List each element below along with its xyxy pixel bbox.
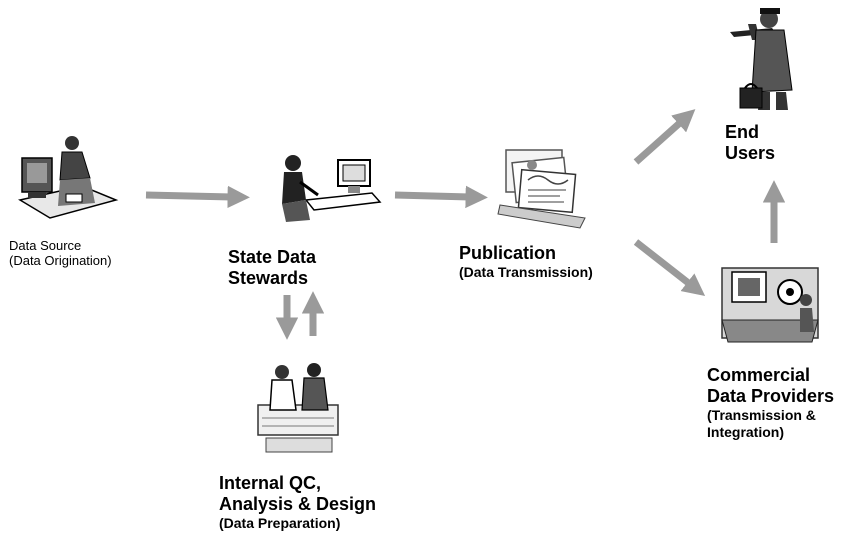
edge-publication-to-commercial: [633, 239, 706, 297]
edge-source-to-stewards: [145, 185, 250, 209]
data-source-label: Data Source (Data Origination): [9, 238, 112, 269]
edge-stewards-to-publication: [394, 185, 488, 209]
publication-title: Publication: [459, 243, 557, 263]
printing-press-icon: [721, 267, 819, 343]
publication-subtitle: (Data Transmission): [459, 264, 593, 281]
stewards-title-line-2: Stewards: [228, 268, 309, 289]
commercial-title-line-1: Commercial: [707, 365, 811, 385]
state-data-stewards-label: State Data Stewards: [228, 247, 316, 289]
internal-qc-label: Internal QC, Analysis & Design (Data Pre…: [219, 473, 376, 532]
publication-label: Publication (Data Transmission): [459, 243, 593, 281]
end-users-label: End Users: [725, 122, 775, 164]
internal-qc-title-line-1: Internal QC,: [219, 473, 322, 493]
documents-icon: [497, 149, 586, 229]
pilot-traveler-icon: [730, 8, 793, 110]
desk-worker-icon: [282, 155, 382, 222]
data-source-subtitle: (Data Origination): [9, 253, 112, 269]
internal-qc-title-line-2: Analysis & Design: [219, 494, 377, 515]
edge-publication-to-end-users: [633, 109, 696, 165]
commercial-title-line-2: Data Providers: [707, 386, 835, 407]
commercial-subtitle-line-1: (Transmission &: [707, 407, 816, 424]
commercial-providers-label: Commercial Data Providers (Transmission …: [707, 365, 834, 441]
end-users-line-2: Users: [725, 143, 776, 164]
stewards-title-line-1: State Data: [228, 247, 317, 267]
internal-qc-subtitle: (Data Preparation): [219, 515, 341, 532]
commercial-subtitle-line-2: Integration): [707, 423, 784, 440]
computer-user-icon: [18, 136, 119, 219]
data-source-title: Data Source: [9, 238, 82, 253]
end-users-line-1: End: [725, 122, 759, 142]
lab-workers-icon: [257, 363, 339, 453]
